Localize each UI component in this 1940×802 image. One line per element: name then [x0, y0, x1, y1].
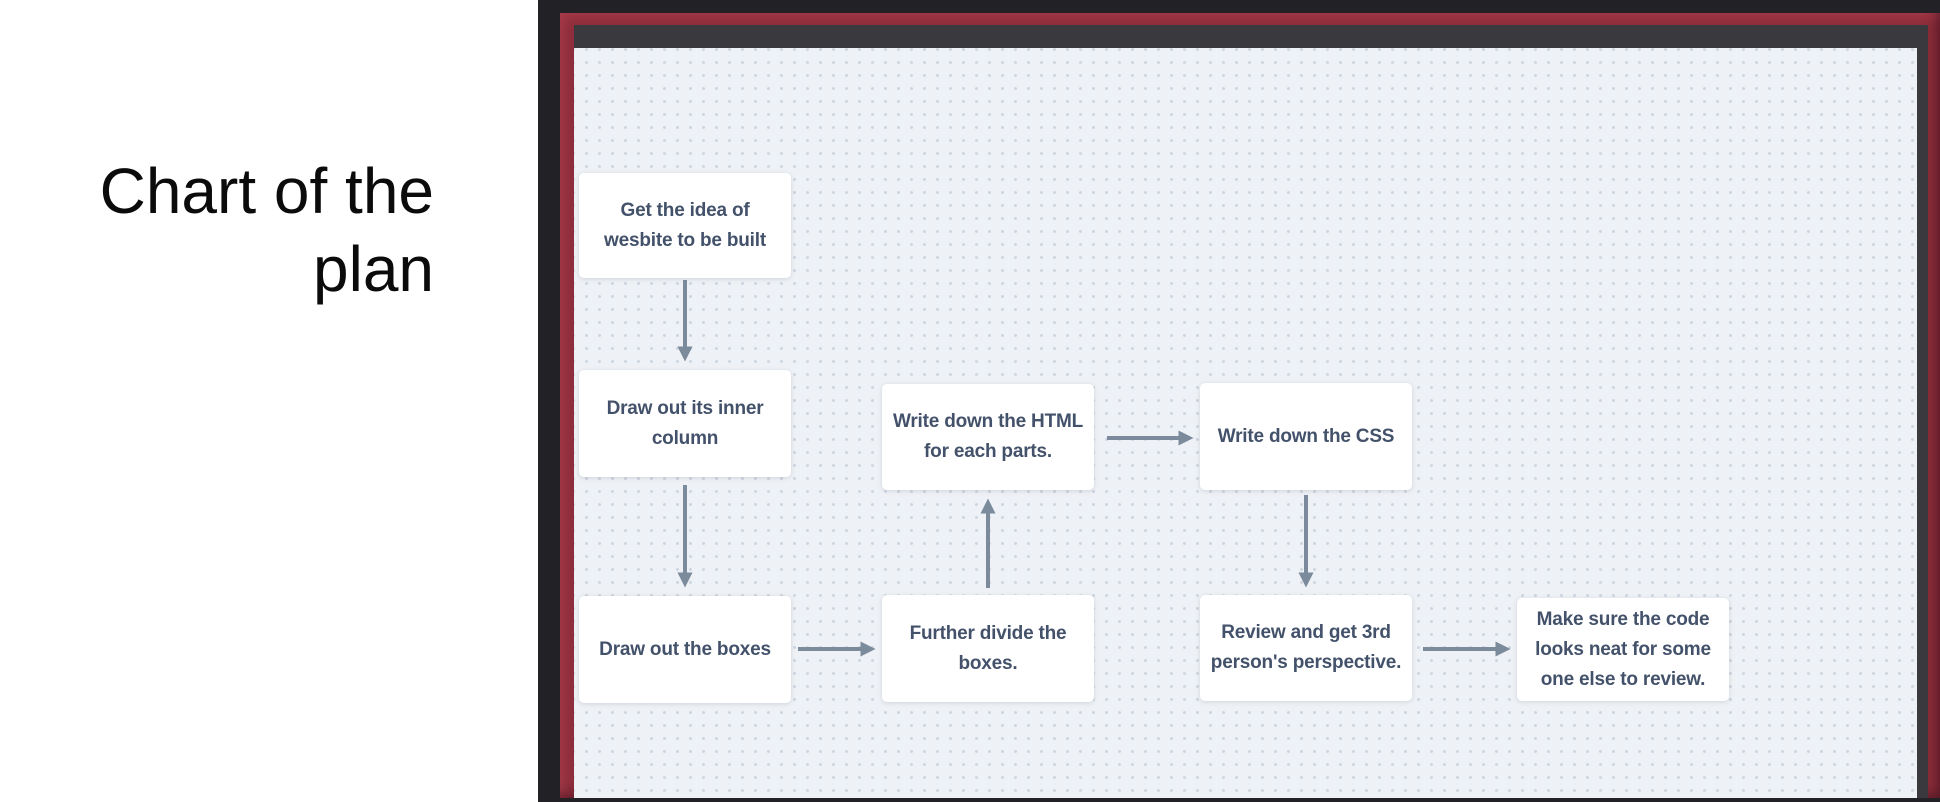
node-write-css: Write down the CSS: [1200, 383, 1412, 490]
flowchart-arrows: [677, 280, 1511, 657]
node-draw-boxes: Draw out the boxes: [579, 596, 791, 703]
